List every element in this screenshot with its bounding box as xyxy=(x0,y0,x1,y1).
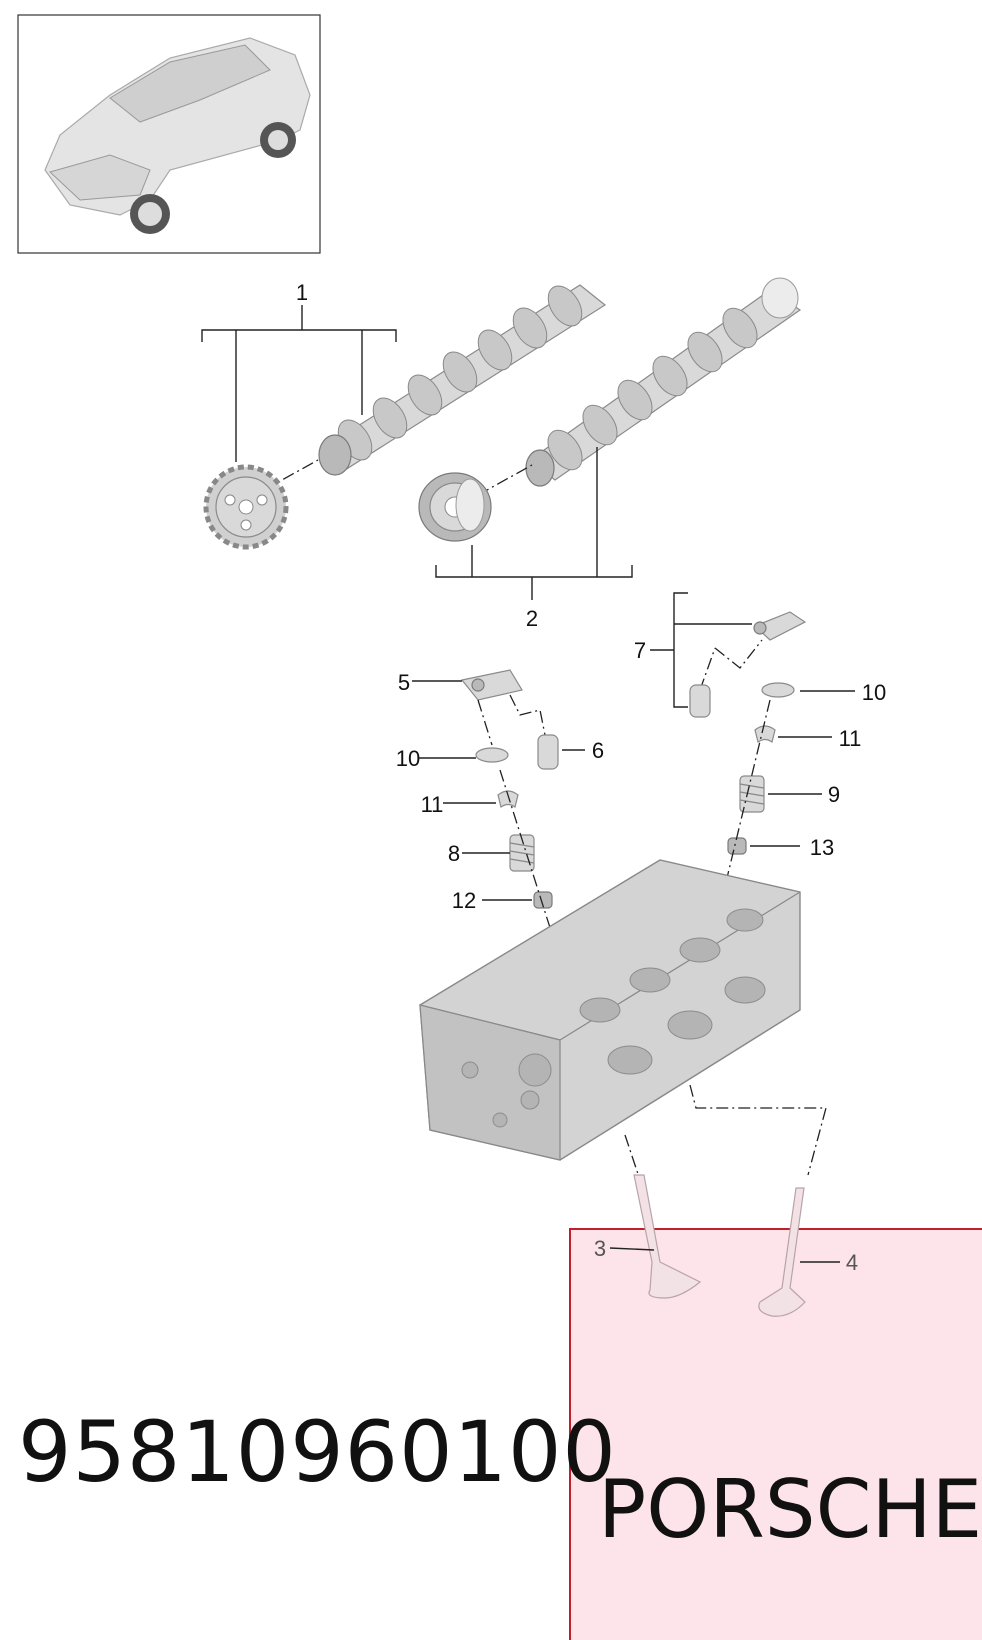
part-number: 95810960100 xyxy=(18,1403,617,1501)
valve-stem-seal-intake xyxy=(533,891,553,909)
callout-11-right: 11 xyxy=(839,726,862,751)
sprocket-intake xyxy=(203,464,289,550)
valve-keeper-exhaust xyxy=(754,725,776,744)
callout-2-leader xyxy=(435,447,633,600)
valve-spring-intake xyxy=(509,834,535,872)
callout-13: 13 xyxy=(810,835,834,860)
callout-7-leader xyxy=(650,592,752,708)
spring-seat-intake xyxy=(475,747,509,763)
callout-7: 7 xyxy=(634,638,646,663)
callout-3: 3 xyxy=(594,1236,606,1261)
callout-4: 4 xyxy=(846,1250,858,1275)
spring-seat-exhaust xyxy=(761,682,795,698)
camshaft-intake xyxy=(318,284,607,476)
lifter-exhaust xyxy=(689,684,711,718)
intake-valve xyxy=(633,1174,702,1299)
callout-5: 5 xyxy=(398,670,410,695)
valve-spring-exhaust xyxy=(739,775,765,813)
callout-11-left: 11 xyxy=(421,792,444,817)
callout-9: 9 xyxy=(828,782,840,807)
camshaft-exhaust xyxy=(525,277,802,487)
exhaust-valve xyxy=(758,1187,806,1317)
valve-stem-seal-exhaust xyxy=(727,837,747,855)
rocker-arm-exhaust xyxy=(753,611,807,641)
callout-2: 2 xyxy=(526,606,538,631)
cam-adjuster-exhaust xyxy=(418,472,492,542)
callout-10-right: 10 xyxy=(862,680,886,705)
valve-keeper-intake xyxy=(497,790,519,809)
callout-6: 6 xyxy=(592,738,604,763)
callout-1-leader xyxy=(201,305,397,462)
cylinder-head xyxy=(419,859,801,1161)
brand-name: PORSCHE xyxy=(598,1463,982,1556)
callout-10-left: 10 xyxy=(396,746,420,771)
callout-12: 12 xyxy=(452,888,476,913)
rocker-arm-intake xyxy=(460,669,523,701)
callout-1: 1 xyxy=(296,280,308,305)
callout-8: 8 xyxy=(448,841,460,866)
lifter-intake xyxy=(537,734,559,770)
vehicle-thumbnail xyxy=(17,14,321,254)
